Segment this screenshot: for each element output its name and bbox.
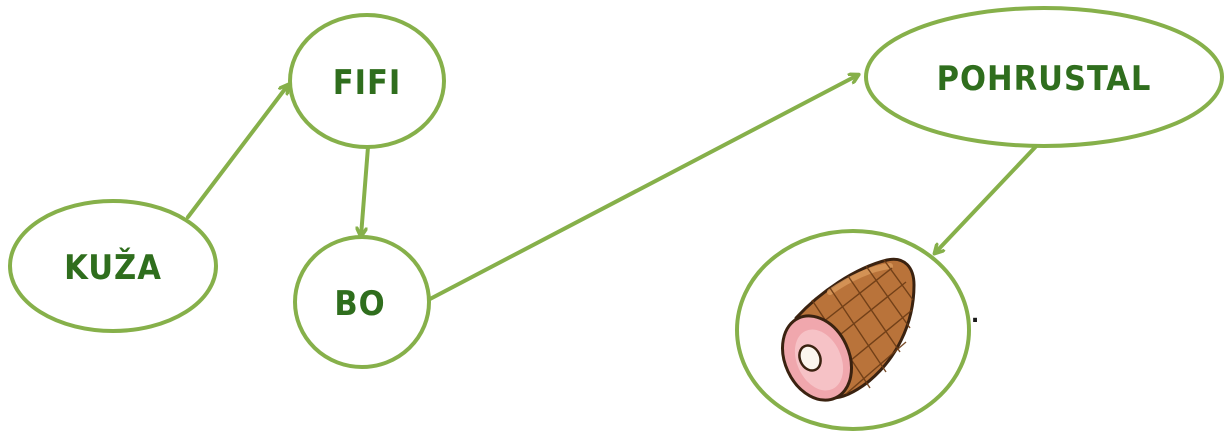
node-bo-label: BO <box>334 284 385 324</box>
node-ham <box>737 231 969 429</box>
node-kuza-label: KUŽA <box>64 247 162 288</box>
trailing-period: . <box>971 303 979 328</box>
node-kuza: KUŽA <box>10 201 216 331</box>
edge-pohrustal-to-ham <box>935 140 1042 253</box>
node-pohrustal-label: POHRUSTAL <box>937 59 1152 99</box>
node-bo: BO <box>295 237 429 367</box>
node-fifi: FIFI <box>290 15 444 147</box>
edge-kuza-to-fifi <box>188 85 288 217</box>
node-pohrustal: POHRUSTAL <box>866 8 1222 146</box>
edge-fifi-to-bo <box>361 147 368 236</box>
node-fifi-label: FIFI <box>333 63 402 103</box>
